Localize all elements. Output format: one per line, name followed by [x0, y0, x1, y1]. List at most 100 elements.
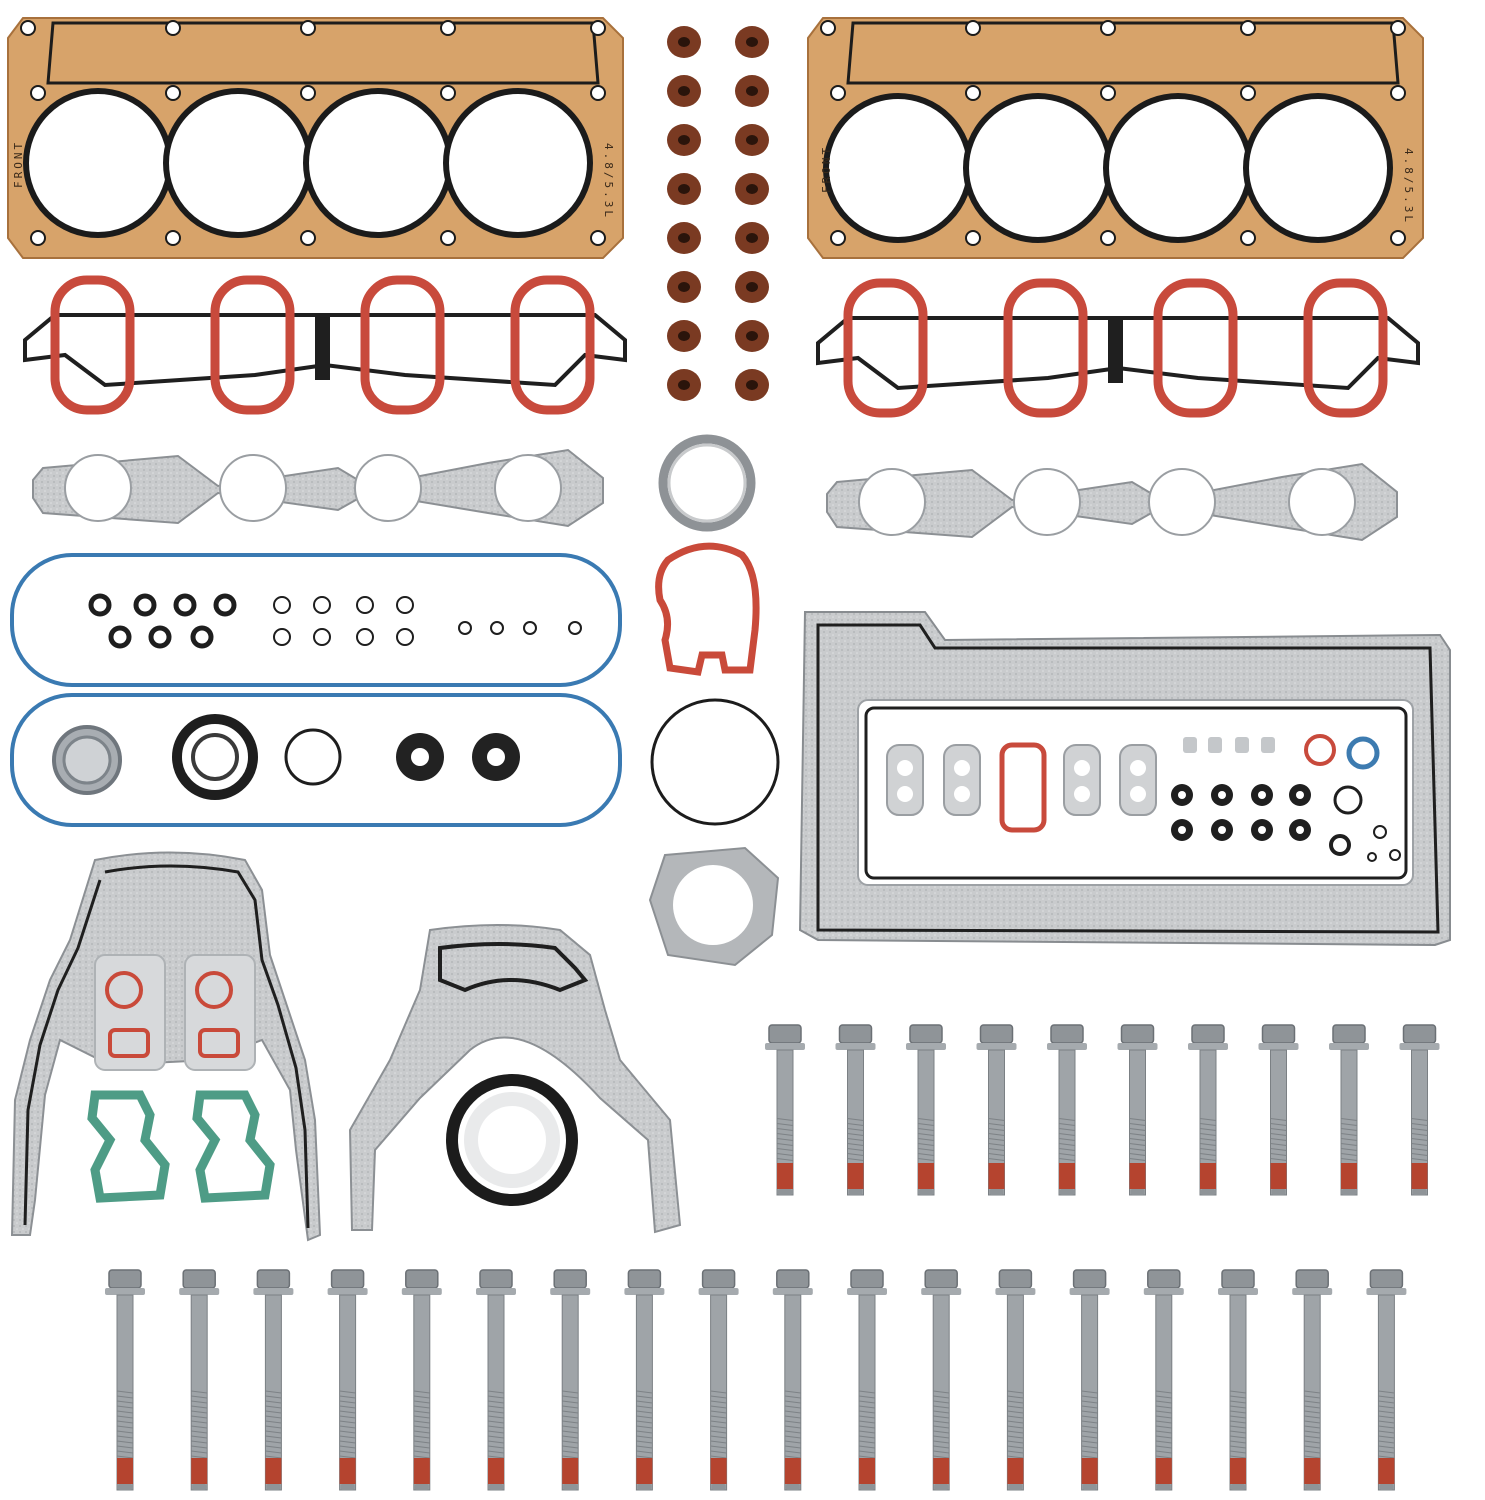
small-seal: [1183, 737, 1197, 753]
thermostat-gasket-left: [87, 1090, 170, 1203]
exhaust-port: [494, 454, 562, 522]
intake-port-seal: [50, 275, 135, 415]
front-crank-seal: [52, 725, 122, 795]
exhaust-port: [1013, 468, 1081, 536]
o-ring-small: [313, 628, 331, 646]
oil-passage-gasket: [886, 744, 924, 816]
valve-stem-seal: [667, 222, 701, 254]
o-ring-small: [396, 628, 414, 646]
intake-port-seal: [210, 275, 295, 415]
exhaust-gasket-left: [32, 448, 604, 528]
o-ring-small: [490, 621, 504, 635]
rear-main-seal: [446, 1074, 578, 1206]
head-bolt: [476, 1269, 516, 1491]
head-bolt: [1117, 1024, 1158, 1196]
intake-port-seal: [1303, 278, 1388, 418]
grommet-black-1: [396, 733, 444, 781]
small-seal: [1261, 737, 1275, 753]
o-ring-large: [650, 698, 780, 826]
o-ring-small: [273, 596, 291, 614]
o-ring-small: [313, 596, 331, 614]
head-bolt: [1399, 1024, 1440, 1196]
head-bolt: [976, 1024, 1017, 1196]
valve-stem-seal: [667, 75, 701, 107]
oil-pump-gasket: [999, 742, 1047, 833]
oil-pan-small-gaskets: [886, 734, 1401, 862]
grommet: [133, 593, 157, 617]
o-ring-red: [1304, 734, 1336, 766]
head-bolt: [1069, 1269, 1110, 1491]
seal-black-large: [172, 714, 258, 800]
exhaust-port: [219, 454, 287, 522]
intake-center-tab: [1108, 318, 1123, 383]
head-bolt: [921, 1269, 962, 1491]
intake-gasket-left: [23, 275, 627, 415]
grommet: [173, 593, 197, 617]
grommet: [148, 625, 172, 649]
o-ring-small: [1389, 849, 1401, 861]
exhaust-port: [1288, 468, 1356, 536]
grommet: [108, 625, 132, 649]
intake-center-tab: [315, 315, 330, 380]
head-bolt: [1047, 1024, 1087, 1196]
valve-stem-seal: [667, 320, 701, 352]
valve-cover-gasket-upper: [10, 553, 622, 687]
water-pump-seal-right: [184, 954, 256, 1071]
valve-stem-seal: [735, 320, 769, 352]
size-label: 4.8/5.3L: [602, 143, 615, 220]
o-ring-small: [458, 621, 472, 635]
exhaust-port: [354, 454, 422, 522]
exhaust-gasket-right: [826, 462, 1398, 542]
head-bolt: [550, 1269, 591, 1491]
head-bolt: [624, 1269, 665, 1491]
valve-stem-seal: [735, 75, 769, 107]
head-bolt: [401, 1269, 442, 1491]
valve-stem-seal: [735, 369, 769, 401]
o-ring-small: [356, 628, 374, 646]
o-ring-blue: [1346, 736, 1380, 770]
valve-cover-gasket-lower: [10, 693, 622, 827]
valve-stem-seal: [735, 173, 769, 205]
head-bolt: [906, 1024, 946, 1196]
head-bolt: [1188, 1024, 1228, 1196]
o-ring-small: [1329, 834, 1351, 856]
oil-passage-gasket: [1063, 744, 1101, 816]
o-ring-medium: [284, 728, 342, 786]
o-ring-small: [273, 628, 291, 646]
water-pump-gasket: [648, 846, 780, 967]
o-ring-small: [1373, 825, 1387, 839]
head-bolt: [1329, 1024, 1369, 1196]
intake-port-seal: [1153, 278, 1238, 418]
head-bolt: [1366, 1269, 1407, 1491]
head-bolt: [698, 1269, 739, 1491]
valve-stem-seal: [667, 173, 701, 205]
valve-stem-seal: [667, 369, 701, 401]
grommet: [88, 593, 112, 617]
head-bolt: [995, 1269, 1036, 1491]
exhaust-port: [858, 468, 926, 536]
valve-stem-seal: [735, 222, 769, 254]
o-ring-small: [396, 596, 414, 614]
exhaust-donut-ring: [658, 434, 756, 532]
valve-stem-seal: [735, 26, 769, 58]
head-gasket-left: FRONT 4.8/5.3L: [7, 17, 624, 259]
rear-main-cover-gasket: [348, 924, 682, 1234]
small-seal: [1235, 737, 1249, 753]
o-ring-small: [356, 596, 374, 614]
head-bolts-short: [765, 1024, 1440, 1196]
head-bolts-long: [105, 1269, 1407, 1491]
thermostat-gasket-right: [192, 1090, 275, 1203]
valve-stem-seal: [667, 124, 701, 156]
intake-port-seal: [510, 275, 595, 415]
valve-stem-seal: [735, 271, 769, 303]
exhaust-port: [1148, 468, 1216, 536]
o-ring-small: [523, 621, 537, 635]
small-seal: [1208, 737, 1222, 753]
head-bolt: [847, 1269, 887, 1491]
head-bolt: [179, 1269, 220, 1491]
intake-port-seal: [843, 278, 928, 418]
valve-stem-seal: [667, 271, 701, 303]
oil-passage-gasket: [943, 744, 981, 816]
valve-stem-seals: [667, 26, 769, 401]
